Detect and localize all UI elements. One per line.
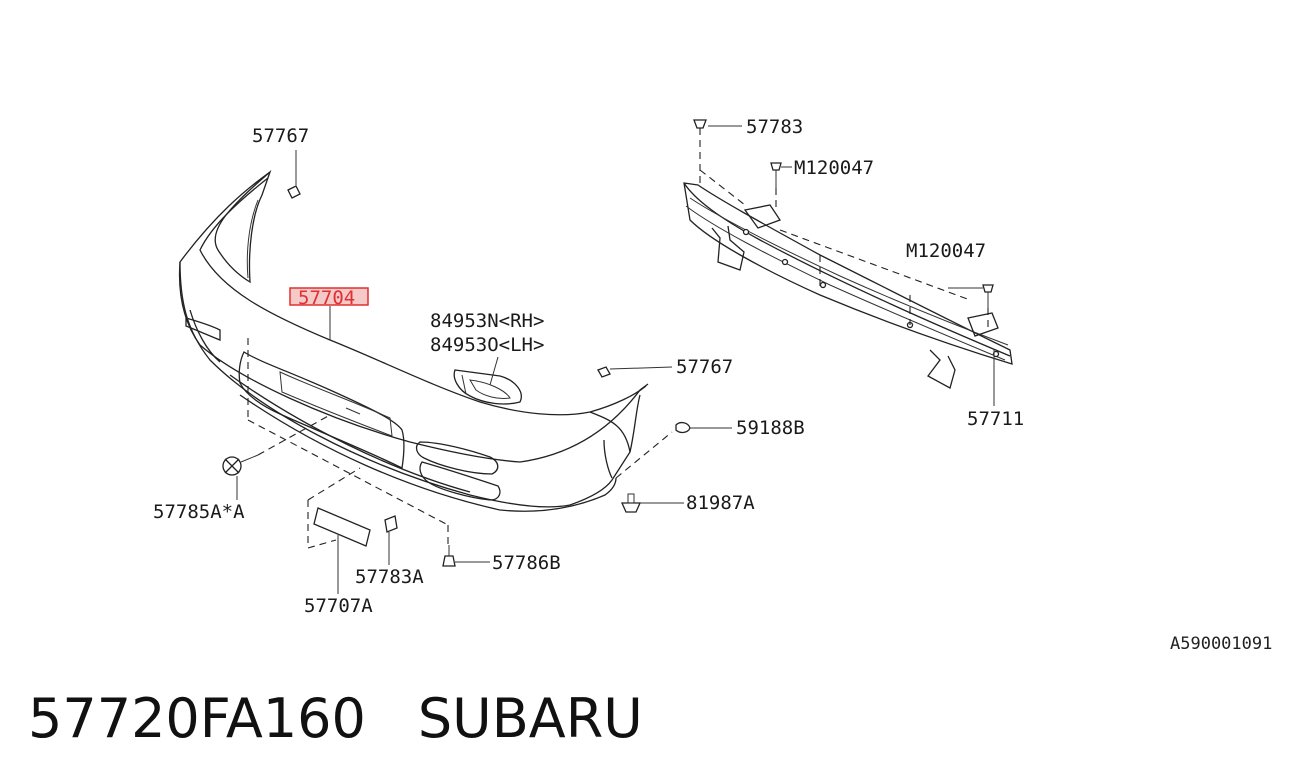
- fog-lamp-cover-drawing: [453, 369, 522, 405]
- callout-57785a[interactable]: 57785A*A: [153, 501, 245, 523]
- footer-title: 57720FA160 SUBARU: [28, 684, 643, 754]
- callout-57704[interactable]: 57704: [298, 287, 355, 309]
- callout-57707a[interactable]: 57707A: [304, 595, 373, 617]
- part-number: 57720FA160: [28, 687, 366, 750]
- callout-57711[interactable]: 57711: [967, 408, 1024, 430]
- leader-lines: [236, 125, 995, 594]
- diagram-reference-code: A590001091: [1170, 634, 1273, 654]
- callout-81987a[interactable]: 81987A: [686, 492, 755, 514]
- callout-m120047-top[interactable]: M120047: [794, 157, 874, 179]
- small-parts-drawing: [222, 119, 994, 567]
- callout-57783[interactable]: 57783: [746, 116, 803, 138]
- highlight-box: [289, 287, 369, 306]
- callout-84953n[interactable]: 84953N<RH>: [430, 310, 544, 332]
- callout-84953o[interactable]: 84953O<LH>: [430, 334, 544, 356]
- callout-57767-top[interactable]: 57767: [252, 125, 309, 147]
- brand-name: SUBARU: [417, 687, 643, 750]
- reinforcement-beam-drawing: [683, 182, 1013, 389]
- callout-57786b[interactable]: 57786B: [492, 552, 561, 574]
- callout-57767-mid[interactable]: 57767: [676, 356, 733, 378]
- callout-m120047-right[interactable]: M120047: [906, 240, 986, 262]
- callout-59188b[interactable]: 59188B: [736, 417, 805, 439]
- callout-57783a[interactable]: 57783A: [355, 566, 424, 588]
- bumper-cover-drawing: [178, 169, 649, 512]
